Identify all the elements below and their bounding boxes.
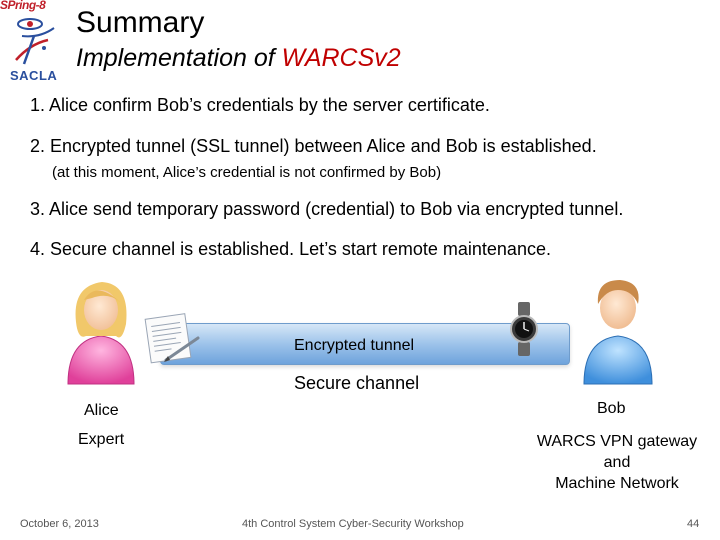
bob-role-line: WARCS VPN gateway (536, 433, 698, 450)
list-item-2-note: (at this moment, Alice’s credential is n… (52, 164, 442, 181)
bob-name-label: Bob (597, 400, 626, 417)
secure-channel-label: Secure channel (294, 373, 420, 393)
wristwatch-icon (510, 302, 538, 356)
footer-event: 4th Control System Cyber-Security Worksh… (242, 518, 464, 530)
alice-role-label: Expert (78, 431, 125, 448)
page-title: Summary (76, 6, 205, 39)
encrypted-tunnel-bar (160, 323, 570, 365)
list-item-1: 1. Alice confirm Bob’s credentials by th… (30, 95, 490, 115)
subtitle-prefix: Implementation of (76, 44, 282, 72)
female-user-icon (67, 282, 135, 385)
alice-name-label: Alice (84, 402, 119, 419)
bob-role-line: Machine Network (555, 475, 679, 492)
list-item-4: 4. Secure channel is established. Let’s … (30, 239, 551, 259)
logo-top-text: SPring-8 (0, 0, 46, 12)
logo-emblem-icon (15, 18, 55, 65)
list-item-2: 2. Encrypted tunnel (SSL tunnel) between… (30, 136, 597, 156)
encrypted-tunnel-label: Encrypted tunnel (294, 337, 415, 354)
logo-bottom-text: SACLA (10, 68, 58, 83)
list-item-3: 3. Alice send temporary password (creden… (30, 199, 624, 219)
spring8-sacla-logo: SPring-8 SACLA (0, 0, 72, 88)
page-subtitle: Implementation of WARCSv2 (76, 44, 401, 73)
bob-role-label: WARCS VPN gateway and Machine Network (527, 431, 707, 494)
certificate-document-icon (144, 313, 200, 364)
bob-role-line: and (603, 454, 631, 471)
footer-date: October 6, 2013 (20, 518, 99, 530)
footer-page-number: 44 (687, 518, 700, 530)
subtitle-accent: WARCSv2 (281, 44, 401, 72)
male-user-icon (583, 280, 653, 385)
